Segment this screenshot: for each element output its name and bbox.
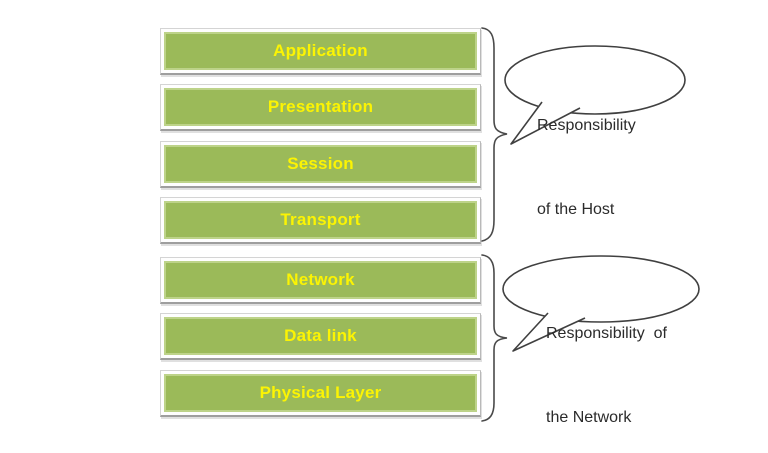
layer-box-datalink: Data link [160,313,481,360]
callout-text-line: the Network [546,409,632,426]
layer-label-application: Application [273,41,368,60]
layer-box-fill: Presentation [164,88,477,126]
layer-box-fill: Application [164,32,477,70]
layer-box-fill: Physical Layer [164,374,477,412]
network-group-brace [481,254,508,422]
network-callout-text: Responsibility of the Network [546,264,667,453]
layer-label-presentation: Presentation [267,97,374,116]
network-callout-bubble [502,255,700,352]
layer-box-network: Network [160,257,481,304]
layer-label-session: Session [287,154,354,173]
layer-box-fill: Session [164,145,477,183]
layer-label-network: Network [286,270,355,289]
layer-box-transport: Transport [160,197,481,244]
callout-text-line: Responsibility of [546,325,667,342]
layer-label-transport: Transport [280,210,361,229]
callout-text-line: Responsibility [537,117,636,134]
layer-box-fill: Data link [164,317,477,355]
host-callout-bubble [504,45,686,145]
layer-box-session: Session [160,141,481,188]
layer-label-datalink: Data link [284,326,357,345]
layer-box-fill: Transport [164,201,477,239]
layer-box-physical: Physical Layer [160,370,481,417]
layer-box-fill: Network [164,261,477,299]
layer-box-presentation: Presentation [160,84,481,131]
host-callout-text: Responsibility of the Host [537,56,636,280]
callout-text-line: of the Host [537,201,615,218]
layer-box-application: Application [160,28,481,75]
host-group-brace [481,27,508,242]
layer-label-physical: Physical Layer [259,383,382,402]
